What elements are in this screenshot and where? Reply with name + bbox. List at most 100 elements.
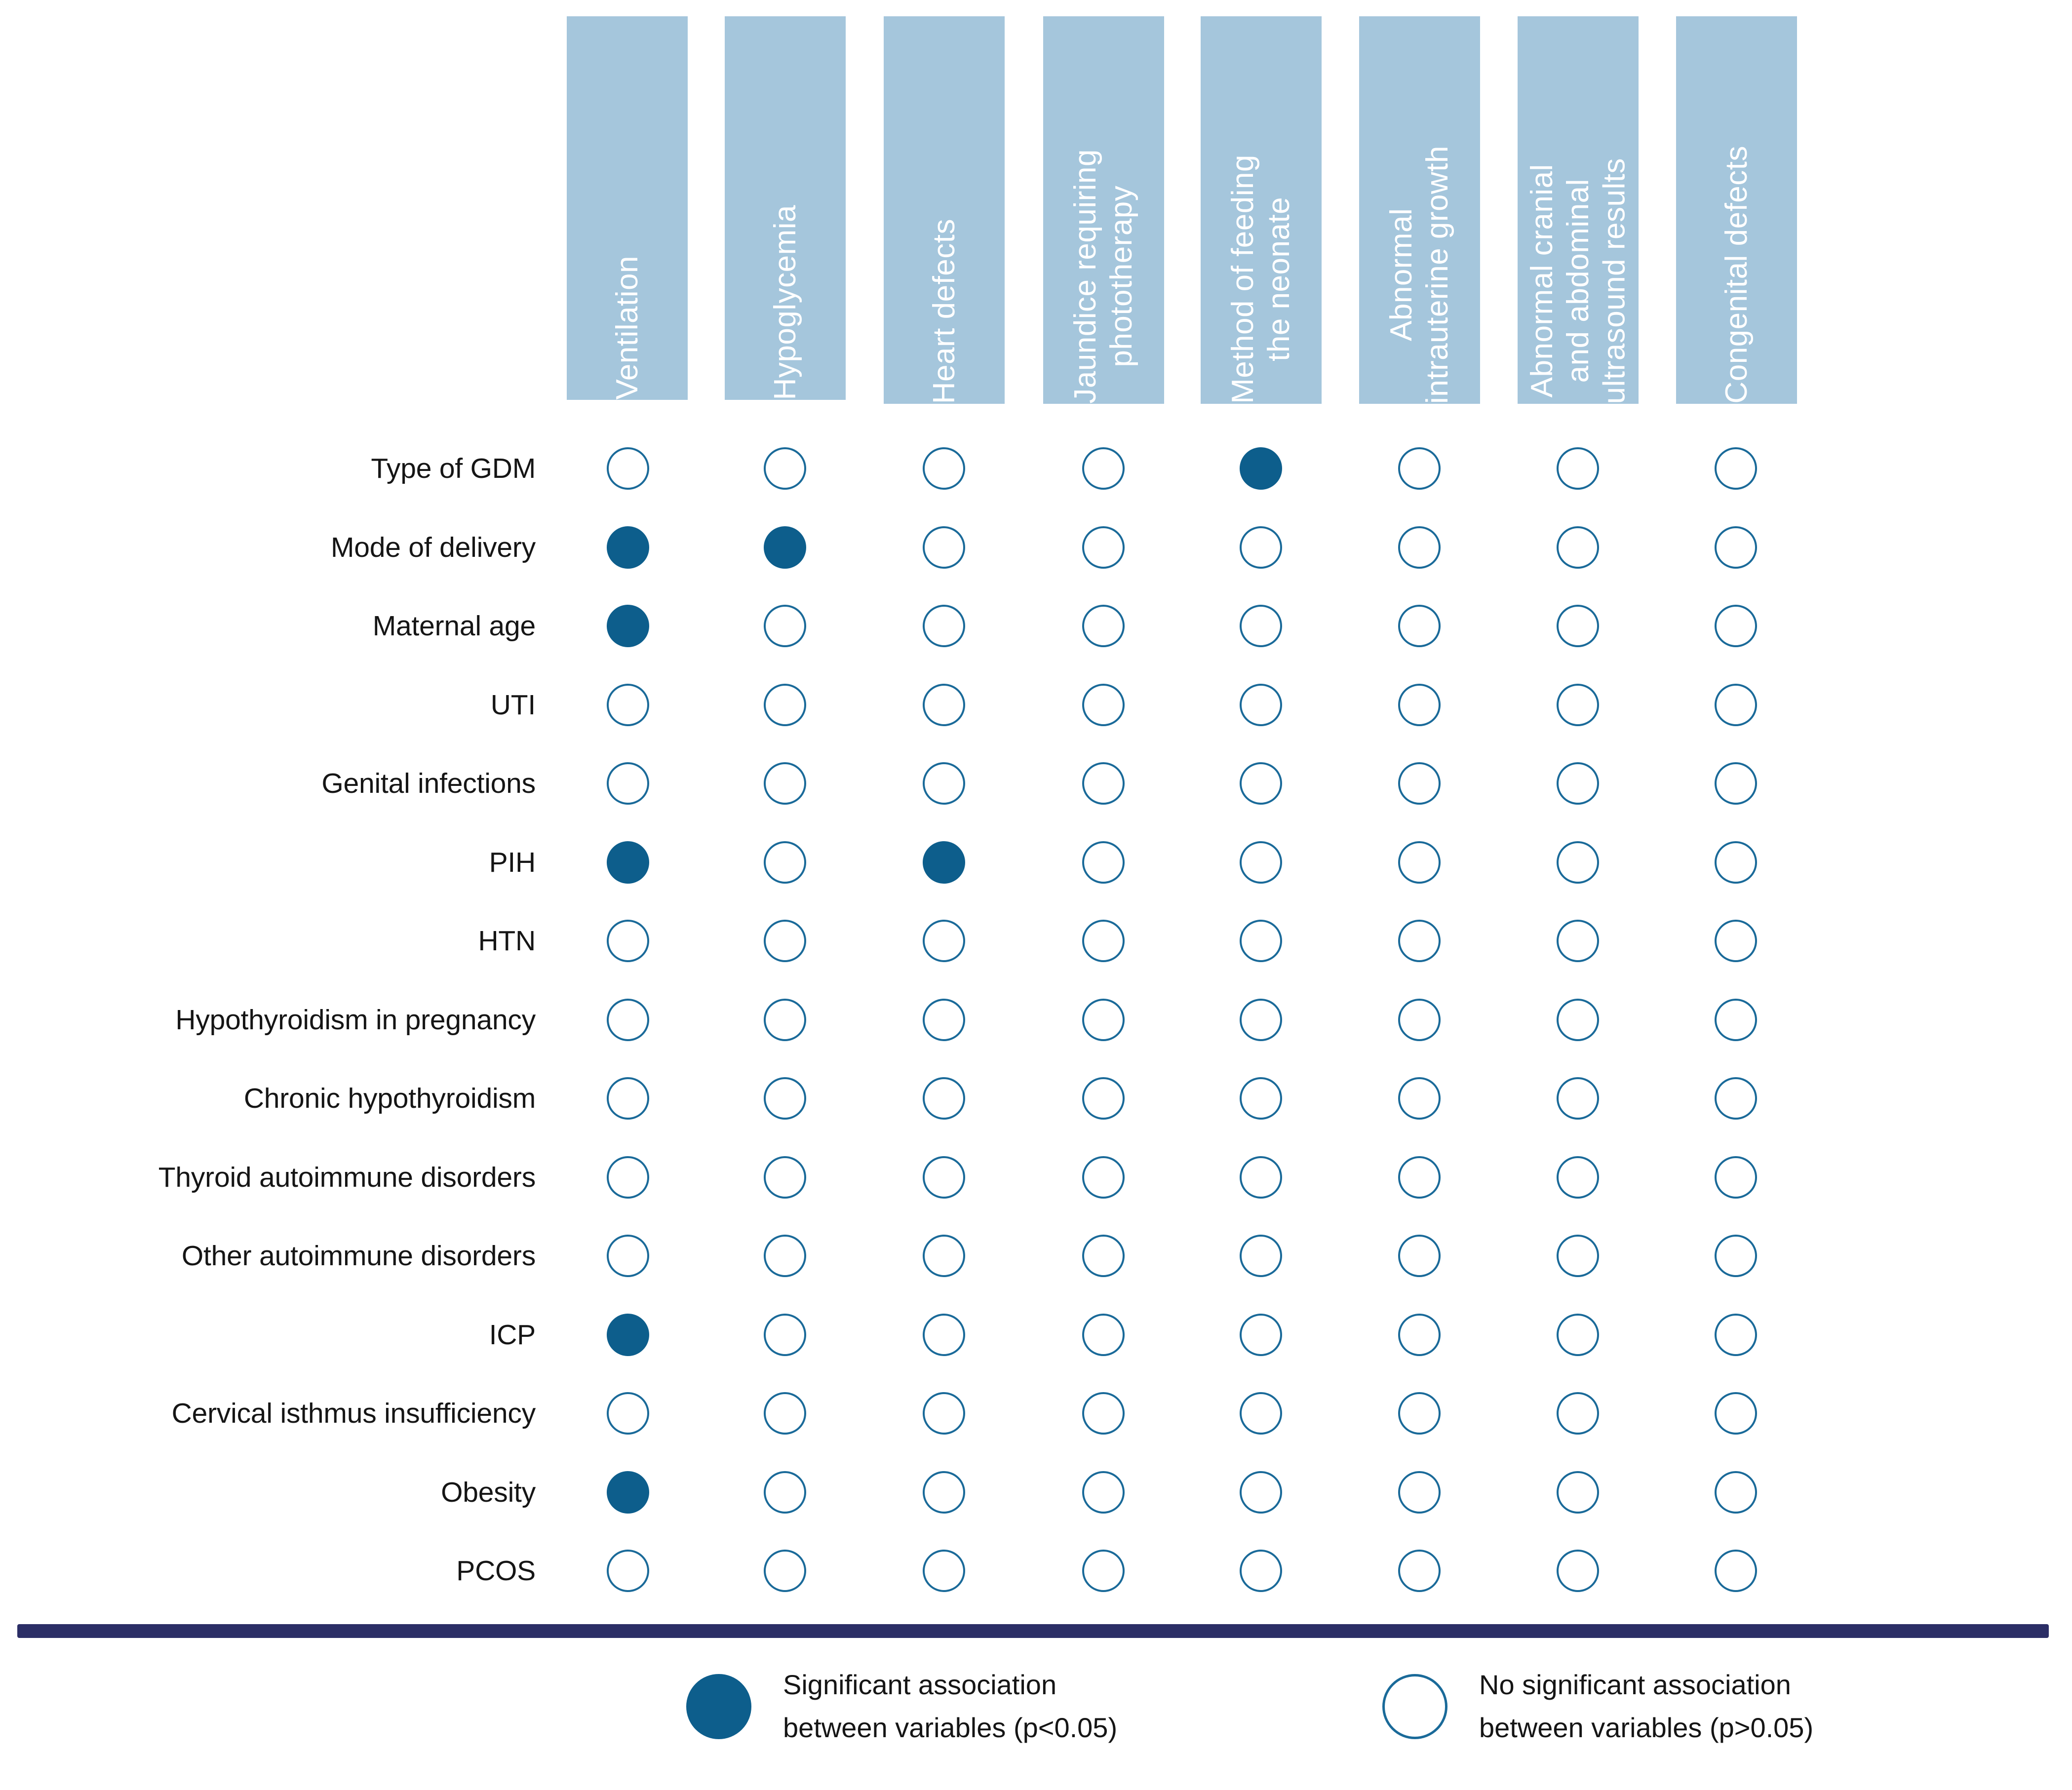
cell-not-significant	[1557, 1550, 1599, 1592]
column-header: Heart defects	[884, 16, 1005, 404]
row-label: Thyroid autoimmune disorders	[158, 1161, 536, 1193]
cell-not-significant	[1398, 920, 1441, 962]
cell-not-significant	[764, 1550, 806, 1592]
matrix-row: Hypothyroidism in pregnancy	[0, 981, 2072, 1059]
cell-not-significant	[1082, 1235, 1125, 1277]
cell-not-significant	[1557, 762, 1599, 805]
row-label: PIH	[489, 846, 536, 878]
cell-not-significant	[923, 683, 965, 726]
legend: Significant association between variable…	[0, 1664, 2072, 1790]
cell-not-significant	[764, 1077, 806, 1120]
cell-not-significant	[1398, 1077, 1441, 1120]
cell-not-significant	[1082, 683, 1125, 726]
cell-significant	[607, 1471, 649, 1514]
row-label: Chronic hypothyroidism	[243, 1083, 536, 1114]
legend-item: No significant association between varia…	[1382, 1664, 1813, 1750]
cell-not-significant	[1557, 1156, 1599, 1199]
section-divider	[17, 1624, 2049, 1638]
row-label: Obesity	[441, 1476, 536, 1508]
cell-not-significant	[923, 1471, 965, 1514]
cell-not-significant	[764, 920, 806, 962]
matrix-row: PCOS	[0, 1532, 2072, 1610]
cell-not-significant	[607, 998, 649, 1041]
cell-not-significant	[1398, 447, 1441, 490]
row-label: Maternal age	[372, 610, 536, 642]
cell-not-significant	[923, 447, 965, 490]
row-label: Other autoimmune disorders	[181, 1240, 536, 1272]
cell-not-significant	[923, 1077, 965, 1120]
cell-not-significant	[607, 683, 649, 726]
cell-not-significant	[607, 1392, 649, 1435]
legend-hollow-circle-icon	[1382, 1673, 1447, 1739]
row-label: ICP	[489, 1319, 536, 1351]
cell-not-significant	[1082, 1471, 1125, 1514]
column-header: Abnormal cranial and abdominal ultrasoun…	[1518, 16, 1639, 404]
cell-not-significant	[607, 447, 649, 490]
column-header: Jaundice requiring phototherapy	[1043, 16, 1164, 404]
cell-not-significant	[1082, 605, 1125, 647]
column-header-label: Method of feeding the neonate	[1226, 155, 1296, 404]
column-header: Method of feeding the neonate	[1201, 16, 1322, 404]
cell-not-significant	[923, 762, 965, 805]
cell-not-significant	[1398, 1235, 1441, 1277]
legend-label: No significant association between varia…	[1479, 1669, 1814, 1743]
cell-not-significant	[923, 920, 965, 962]
legend-label: Significant association between variable…	[783, 1669, 1118, 1743]
cell-not-significant	[1398, 1550, 1441, 1592]
cell-significant	[923, 841, 965, 884]
cell-not-significant	[1240, 1235, 1282, 1277]
cell-not-significant	[1082, 447, 1125, 490]
cell-significant	[607, 841, 649, 884]
cell-not-significant	[1082, 526, 1125, 569]
cell-significant	[1240, 447, 1282, 490]
cell-not-significant	[923, 526, 965, 569]
cell-not-significant	[1240, 1392, 1282, 1435]
cell-not-significant	[1398, 1392, 1441, 1435]
matrix-row: Other autoimmune disorders	[0, 1217, 2072, 1295]
cell-not-significant	[1557, 1235, 1599, 1277]
matrix-row: PIH	[0, 823, 2072, 901]
cell-not-significant	[1715, 1156, 1757, 1199]
column-header-label: Abnormal cranial and abdominal ultrasoun…	[1525, 157, 1632, 404]
cell-not-significant	[1557, 841, 1599, 884]
cell-not-significant	[923, 1550, 965, 1592]
cell-not-significant	[1082, 1156, 1125, 1199]
cell-not-significant	[1715, 683, 1757, 726]
cell-not-significant	[1398, 526, 1441, 569]
row-label: UTI	[490, 689, 536, 721]
cell-not-significant	[1398, 1471, 1441, 1514]
cell-significant	[607, 526, 649, 569]
cell-not-significant	[1715, 1313, 1757, 1356]
matrix-row: Type of GDM	[0, 429, 2072, 507]
column-header-label: Congenital defects	[1719, 146, 1754, 404]
cell-not-significant	[1715, 605, 1757, 647]
cell-not-significant	[607, 762, 649, 805]
cell-not-significant	[1715, 1471, 1757, 1514]
column-header: Abnormal intrauterine growth	[1359, 16, 1480, 404]
cell-not-significant	[1557, 1392, 1599, 1435]
row-label: PCOS	[456, 1555, 536, 1587]
cell-not-significant	[1715, 1550, 1757, 1592]
row-label: Hypothyroidism in pregnancy	[175, 1004, 536, 1036]
matrix-row: HTN	[0, 902, 2072, 980]
cell-not-significant	[1240, 1313, 1282, 1356]
cell-not-significant	[1557, 526, 1599, 569]
cell-not-significant	[1715, 1392, 1757, 1435]
cell-not-significant	[1240, 1471, 1282, 1514]
matrix-row: Maternal age	[0, 587, 2072, 665]
cell-not-significant	[1240, 920, 1282, 962]
cell-not-significant	[764, 998, 806, 1041]
row-label: Genital infections	[321, 768, 536, 799]
cell-not-significant	[607, 1550, 649, 1592]
matrix-row: Chronic hypothyroidism	[0, 1059, 2072, 1137]
row-label: Type of GDM	[371, 453, 536, 484]
cell-not-significant	[607, 1235, 649, 1277]
cell-not-significant	[764, 447, 806, 490]
cell-not-significant	[923, 998, 965, 1041]
cell-not-significant	[1398, 762, 1441, 805]
cell-not-significant	[1715, 920, 1757, 962]
cell-not-significant	[1557, 605, 1599, 647]
legend-filled-circle-icon	[686, 1673, 751, 1739]
